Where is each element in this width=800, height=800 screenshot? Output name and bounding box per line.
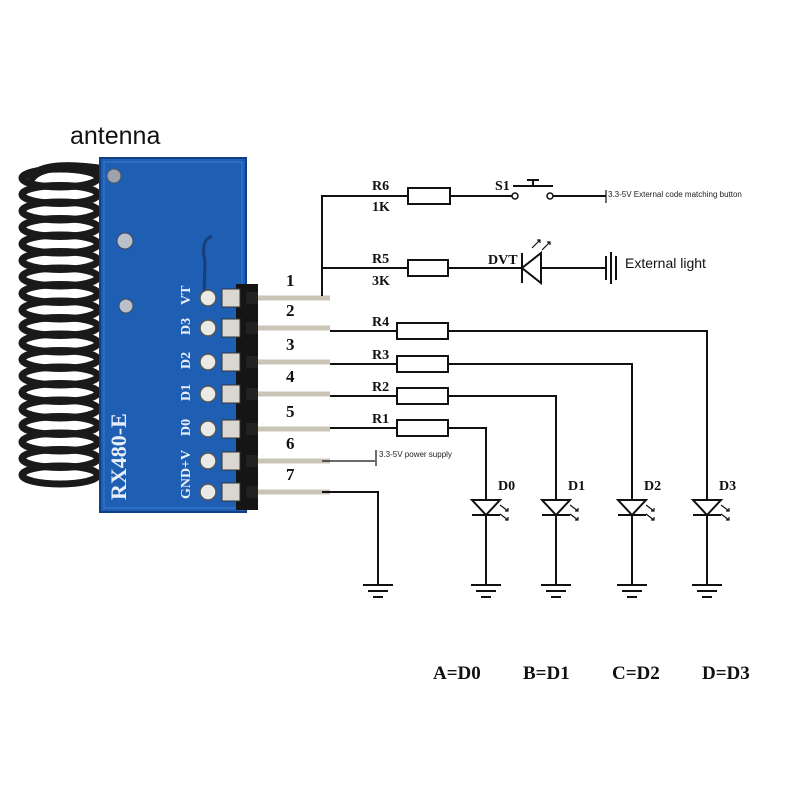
switch-contact (511, 192, 519, 200)
resistor-r5 (407, 259, 449, 277)
resistor (396, 322, 449, 340)
silkscreen-label: +V (179, 450, 194, 468)
pin-pad (199, 385, 217, 403)
pin-pad (199, 319, 217, 337)
external-light-label: External light (625, 255, 706, 271)
antenna-label: antenna (70, 122, 160, 150)
led-d1: D1 (539, 479, 585, 585)
led-d0: D0 (469, 479, 515, 585)
pin-number: 5 (286, 402, 295, 421)
pin-pad (199, 289, 217, 307)
pin-number: 1 (286, 271, 295, 290)
pin-socket (221, 288, 241, 308)
ground-symbol (692, 584, 722, 598)
r5-name: R5 (372, 252, 389, 267)
switch-s1 (513, 179, 553, 187)
led-label: D0 (498, 479, 515, 494)
switch-note: 3.3-5V External code matching button (608, 190, 742, 199)
r6-switch-branch: R6 1K S1 3.3-5V External code matching b… (321, 179, 742, 296)
resistor-label: R3 (372, 348, 389, 363)
resistor-label: R2 (372, 380, 389, 395)
pin-socket (221, 318, 241, 338)
silkscreen-label: D2 (179, 352, 194, 369)
silkscreen-label: D0 (179, 419, 194, 436)
led-d2: D2 (615, 479, 661, 585)
pin-pad (199, 353, 217, 371)
pin-socket (221, 352, 241, 372)
external-light-lamp (605, 252, 617, 284)
antenna-coil (18, 162, 106, 488)
dvt-label: DVT (488, 253, 518, 268)
pin-plastic (246, 486, 258, 498)
pin-plastic (246, 292, 258, 304)
power-note: 3.3-5V power supply (379, 450, 452, 459)
silkscreen-label: D3 (179, 318, 194, 335)
pin-number: 7 (286, 465, 295, 484)
ground-symbol (541, 584, 571, 598)
mapping-label: B=D1 (523, 663, 570, 684)
r5-value: 3K (372, 274, 390, 289)
r6-value: 1K (372, 200, 390, 215)
ground-symbol (363, 584, 393, 598)
switch-label: S1 (495, 179, 510, 194)
pin-pad (199, 483, 217, 501)
pin-socket (221, 451, 241, 471)
pin-number: 3 (286, 335, 295, 354)
switch-contact (546, 192, 554, 200)
module-name: RX480-E (106, 413, 131, 500)
led-label: D2 (644, 479, 661, 494)
led-label: D3 (719, 479, 736, 494)
mapping-label: D=D3 (702, 663, 750, 684)
antenna-coil-loop (18, 462, 102, 488)
pin-socket (221, 419, 241, 439)
led-label: D1 (568, 479, 585, 494)
pin-pad (199, 420, 217, 438)
pin-number: 2 (286, 301, 295, 320)
mapping-label: A=D0 (433, 663, 481, 684)
mount-hole (116, 232, 134, 250)
mapping-label: C=D2 (612, 663, 660, 684)
silkscreen-label: D1 (179, 384, 194, 401)
mount-hole (118, 298, 134, 314)
power-branch: 3.3-5V power supply (322, 450, 452, 585)
led-d3: D3 (690, 479, 736, 585)
resistor-label: R1 (372, 412, 389, 427)
pin-plastic (246, 423, 258, 435)
silkscreen-label: GND (179, 468, 194, 499)
resistor-label: R4 (372, 315, 389, 330)
pin-plastic (246, 322, 258, 334)
pin-pad (199, 452, 217, 470)
pin-plastic (246, 388, 258, 400)
r6-name: R6 (372, 179, 389, 194)
ground-symbol (617, 584, 647, 598)
resistor (396, 419, 449, 437)
pad-top (106, 168, 122, 184)
silkscreen-label: VT (179, 285, 194, 305)
pin-number: 4 (286, 367, 295, 386)
pin-number: 6 (286, 434, 295, 453)
pin-plastic (246, 455, 258, 467)
pin-plastic (246, 356, 258, 368)
led-dvt (520, 239, 551, 286)
ground-symbol (471, 584, 501, 598)
resistor (396, 355, 449, 373)
resistor (396, 387, 449, 405)
r5-vt-led-branch: R5 3K DVT External light (322, 239, 706, 289)
pin-socket (221, 482, 241, 502)
pin-socket (221, 384, 241, 404)
resistor-r6 (407, 187, 451, 205)
